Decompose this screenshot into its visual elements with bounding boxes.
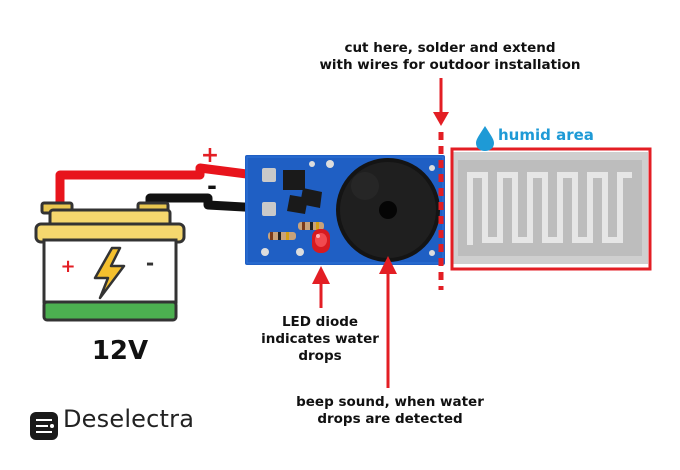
chip-circuit-icon xyxy=(30,412,58,440)
buzzer-icon xyxy=(336,158,440,262)
cut-instruction-line-1: cut here, solder and extend xyxy=(344,40,556,56)
voltage-label: 12V xyxy=(91,336,149,366)
negative-wire xyxy=(145,193,267,213)
transistor-icon xyxy=(283,170,322,214)
beep-description-line-1: beep sound, when water xyxy=(296,394,484,410)
water-drop-icon xyxy=(476,126,494,151)
cut-instruction-label: cut here, solder and extend with wires f… xyxy=(300,40,600,74)
led-description-line-2: indicates water xyxy=(261,331,379,347)
wire-minus-sign: - xyxy=(207,172,217,200)
cut-instruction-line-2: with wires for outdoor installation xyxy=(319,57,581,73)
brand-name: Deselectra xyxy=(63,405,195,433)
beep-description: beep sound, when water drops are detecte… xyxy=(270,394,510,428)
sensor-plate xyxy=(450,147,652,271)
battery-icon xyxy=(34,201,186,322)
humid-area-label: humid area xyxy=(498,126,594,144)
buzzer-arrow xyxy=(379,256,397,388)
wire-plus-sign: + xyxy=(201,143,219,168)
led-arrow xyxy=(312,266,330,308)
positive-wire xyxy=(55,163,267,210)
battery-minus-sign: - xyxy=(146,251,154,275)
battery-plus-sign: + xyxy=(60,256,75,277)
led-description-line-3: drops xyxy=(298,348,342,364)
led-icon xyxy=(312,229,330,253)
beep-description-line-2: drops are detected xyxy=(317,411,463,427)
cut-line xyxy=(433,78,449,290)
led-description-line-1: LED diode xyxy=(281,314,359,330)
led-description: LED diode indicates water drops xyxy=(250,314,390,365)
